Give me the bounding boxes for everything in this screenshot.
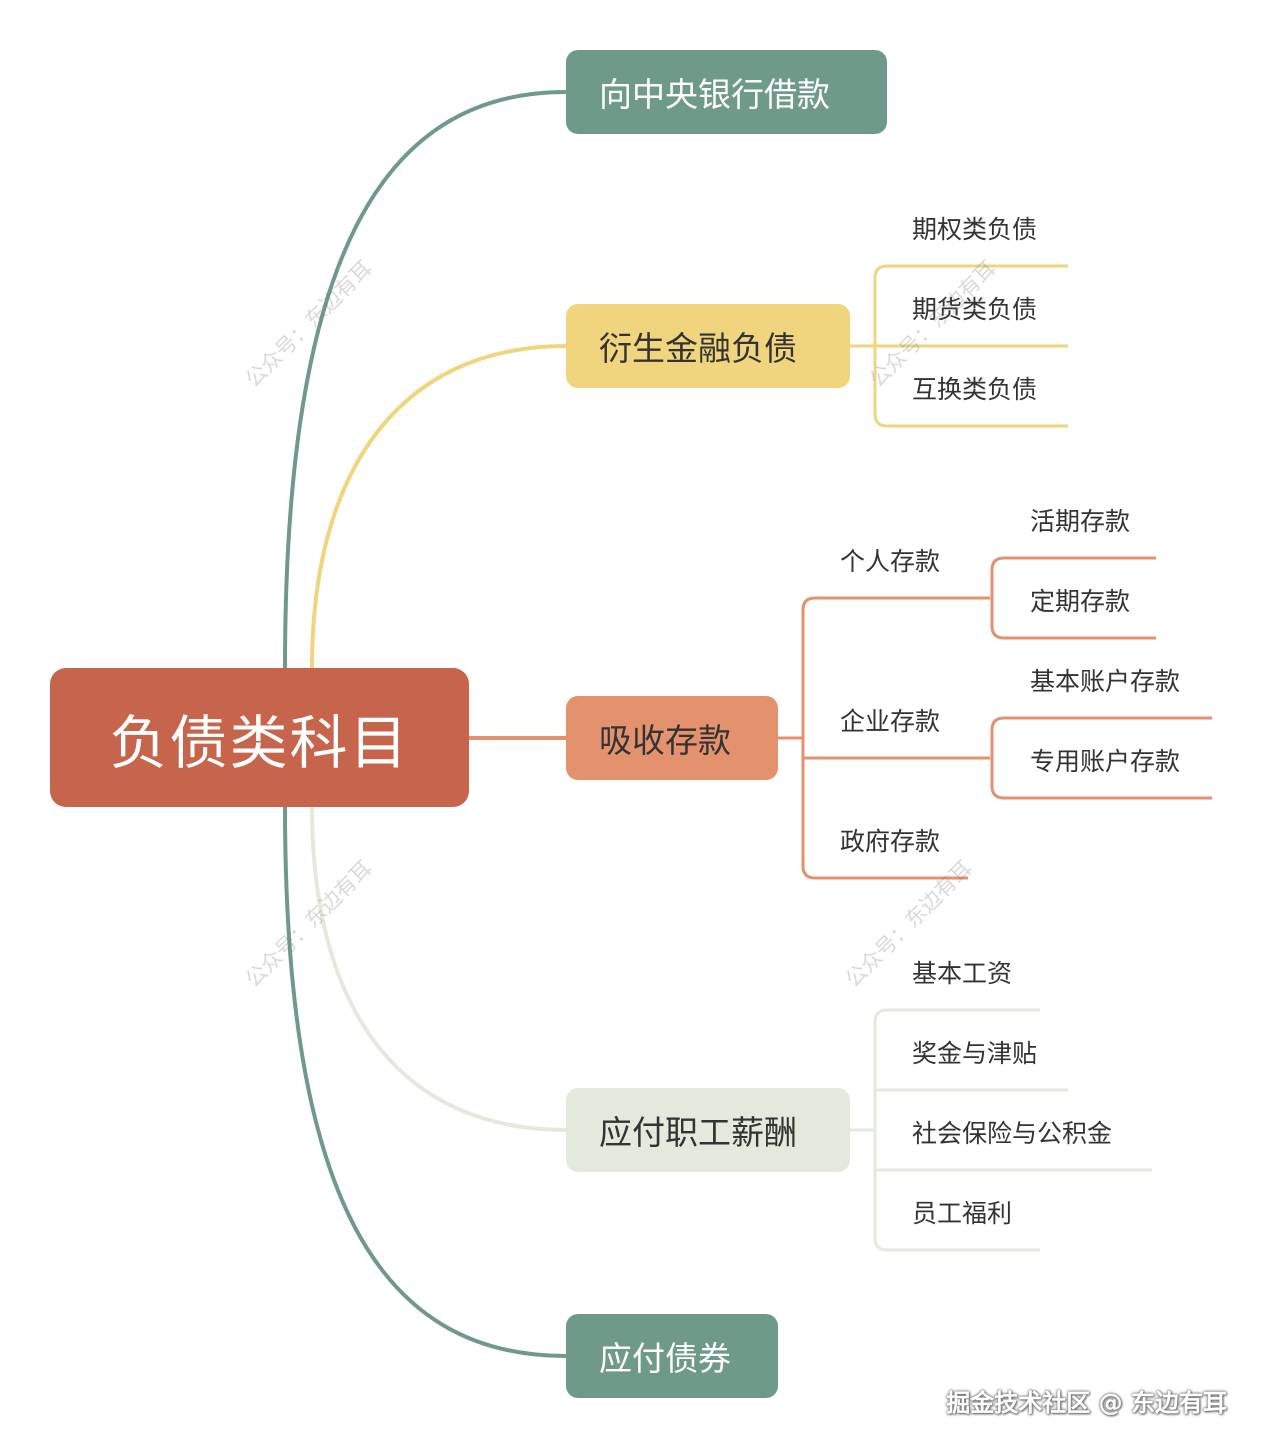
leaf-basic-account-deposits[interactable]: 基本账户存款	[1030, 667, 1181, 696]
leaf-futures-liabilities[interactable]: 期货类负债	[912, 295, 1038, 324]
subnode-personal-deposits[interactable]: 个人存款	[840, 547, 941, 576]
branch-node-employee-compensation[interactable]: 应付职工薪酬	[566, 1088, 850, 1172]
leaf-option-liabilities[interactable]: 期权类负债	[912, 215, 1038, 244]
leaf-time-deposits[interactable]: 定期存款	[1030, 587, 1131, 616]
links-branch-2	[778, 556, 1212, 880]
leaf-employee-welfare[interactable]: 员工福利	[912, 1199, 1013, 1228]
link-root-to-branch-0	[283, 90, 567, 669]
branch-node-central-bank-borrowing[interactable]: 向中央银行借款	[566, 50, 887, 134]
branch-node-deposits[interactable]: 吸收存款	[566, 696, 778, 780]
leaf-basic-salary[interactable]: 基本工资	[912, 959, 1013, 988]
subnode-government-deposits[interactable]: 政府存款	[840, 827, 941, 856]
link-root-to-branch-4	[283, 806, 567, 1358]
branch-node-bonds-payable[interactable]: 应付债券	[566, 1314, 778, 1398]
leaf-bonus-allowance[interactable]: 奖金与津贴	[912, 1039, 1038, 1068]
leaf-demand-deposits[interactable]: 活期存款	[1030, 507, 1131, 536]
links-branch-1	[850, 264, 1068, 428]
root-node[interactable]: 负债类科目	[50, 668, 469, 807]
links-branch-3	[850, 1008, 1152, 1252]
link-root-to-branch-1	[310, 344, 567, 669]
subnode-corporate-deposits[interactable]: 企业存款	[840, 707, 941, 736]
branch-node-derivative-liabilities[interactable]: 衍生金融负债	[566, 304, 850, 388]
leaf-special-account-deposits[interactable]: 专用账户存款	[1030, 747, 1181, 776]
credit-text: 掘金技术社区 @ 东边有耳	[946, 1389, 1227, 1417]
leaf-swap-liabilities[interactable]: 互换类负债	[912, 375, 1038, 404]
leaf-social-insurance-housing-fund[interactable]: 社会保险与公积金	[912, 1119, 1113, 1148]
link-root-to-branch-3	[310, 806, 567, 1132]
